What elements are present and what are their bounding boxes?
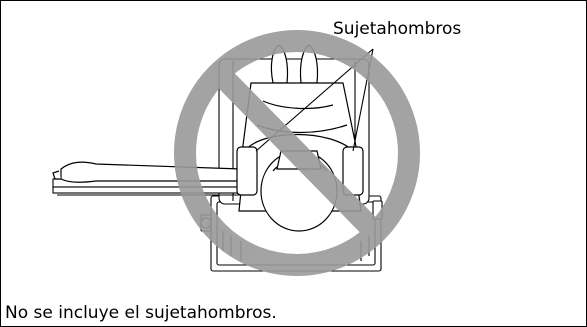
left-shoulder-pad — [236, 146, 258, 196]
figure-caption: No se incluye el sujetahombros. — [5, 303, 277, 323]
callout-label-sujetahombros: Sujetahombros — [333, 19, 462, 39]
patient-on-table-illustration — [52, 30, 420, 276]
prohibition-icon — [174, 30, 420, 276]
patient-hand — [52, 170, 61, 180]
patient-arm — [60, 161, 242, 183]
arm-board-edge — [52, 186, 244, 194]
